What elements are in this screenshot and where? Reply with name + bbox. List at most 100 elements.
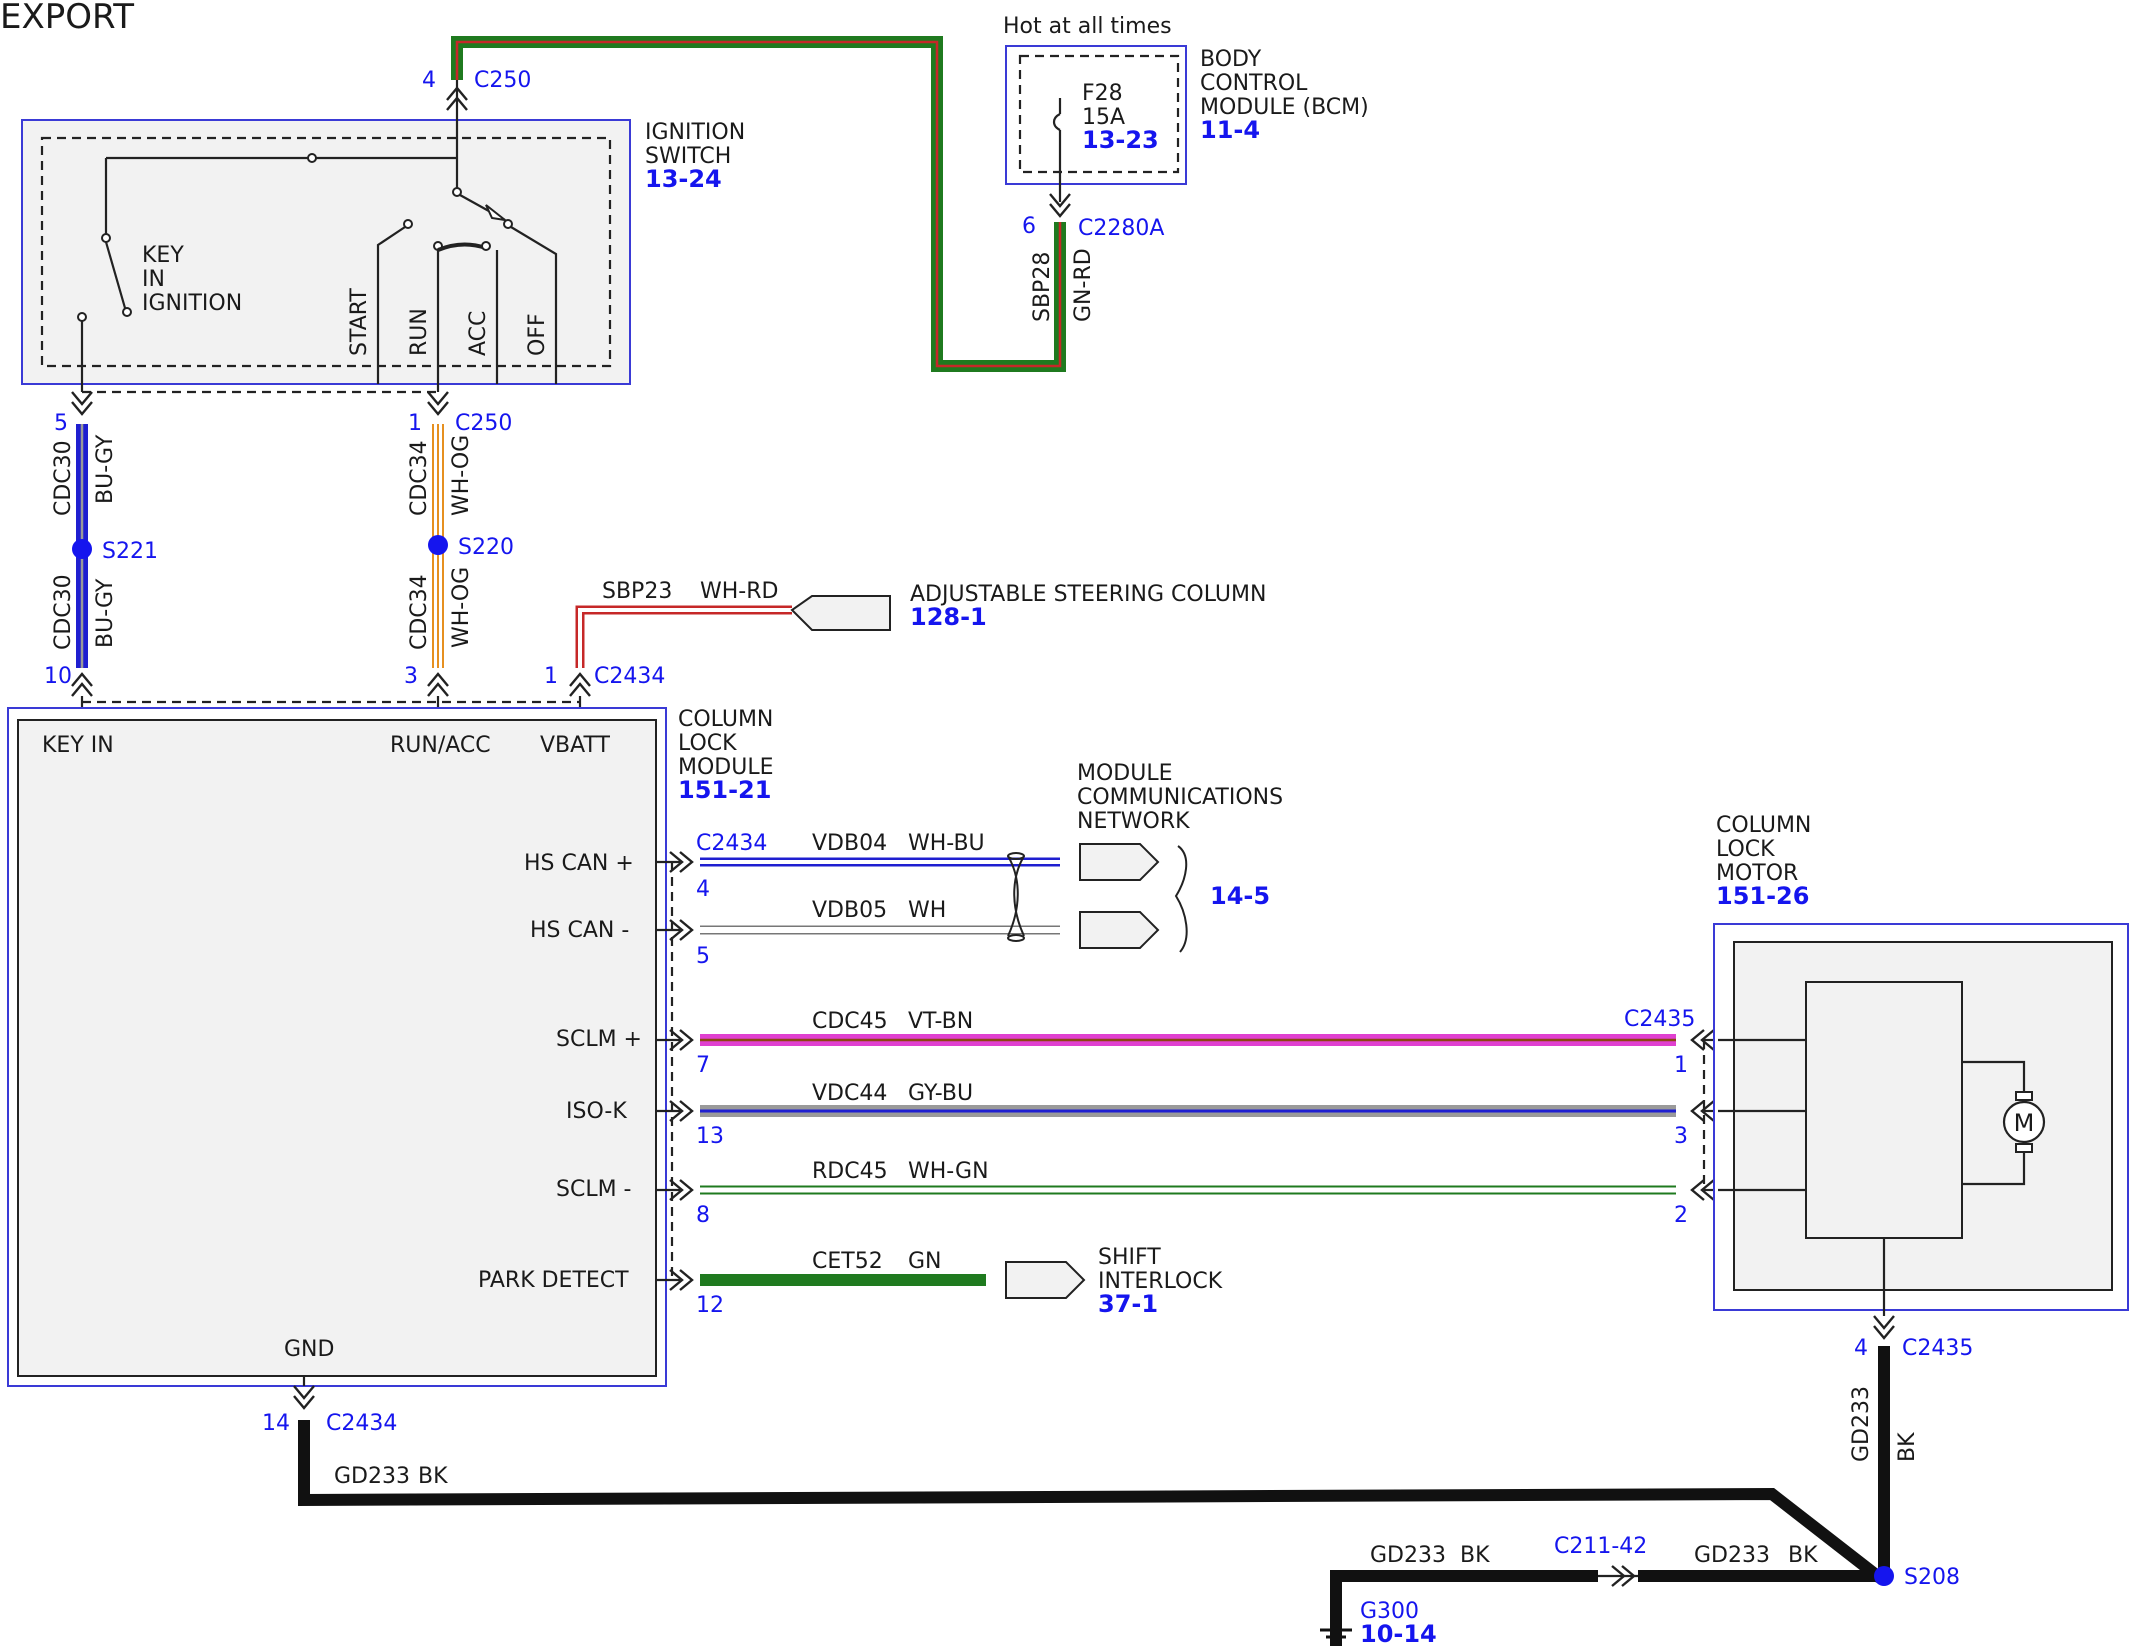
key-in-top-pin: 5 — [54, 411, 68, 436]
pin-vbatt: VBATT — [540, 733, 611, 758]
c211-connector — [1598, 1565, 1638, 1587]
fuse-rating: 15A — [1082, 105, 1125, 130]
sbp28-circuit: SBP28 — [1030, 252, 1055, 322]
network-connector-1 — [1079, 843, 1160, 881]
wire-sbp28 — [451, 36, 1066, 372]
cet52-color: GN — [908, 1249, 942, 1274]
gd233-right-color: BK — [1788, 1543, 1818, 1568]
splice-s208 — [1874, 1566, 1894, 1586]
rdc45-circuit: RDC45 — [812, 1159, 888, 1184]
c2434-vbatt-id: C2434 — [594, 664, 665, 689]
gd233-main-circuit: GD233 — [334, 1464, 410, 1489]
splice-s221-label: S221 — [102, 539, 158, 564]
bcm-ref: 11-4 — [1200, 116, 1260, 144]
run-bottom-pin: 3 — [404, 664, 418, 689]
adj-column-name: ADJUSTABLE STEERING COLUMN — [910, 582, 1266, 607]
c2434-gnd-id: C2434 — [326, 1411, 397, 1436]
c2280a-id: C2280A — [1078, 216, 1164, 241]
cdc45-circuit: CDC45 — [812, 1009, 888, 1034]
c2434-arrow-3 — [656, 1100, 694, 1122]
pin-key-in: KEY IN — [42, 733, 114, 758]
gd233-main-color: BK — [418, 1464, 448, 1489]
cdc34-b-circuit: CDC34 — [407, 574, 432, 650]
key-in-ignition-label-2: IN — [142, 267, 165, 292]
splice-s220 — [428, 535, 448, 555]
motor-symbol: M — [2014, 1109, 2035, 1137]
motor-ref: 151-26 — [1716, 882, 1809, 910]
gd233-left-circuit: GD233 — [1370, 1543, 1446, 1568]
motor-name-3: MOTOR — [1716, 861, 1798, 886]
c2280a-pin: 6 — [1022, 214, 1036, 239]
cdc30-b-circuit: CDC30 — [51, 574, 76, 650]
run-bottom-connector — [427, 672, 449, 697]
network-name-1: MODULE — [1077, 761, 1173, 786]
vdb05-circuit: VDB05 — [812, 898, 887, 923]
key-in-bottom-connector — [71, 672, 93, 697]
clm-name-2: LOCK — [678, 731, 737, 756]
c2434-gnd-connector — [293, 1385, 315, 1410]
c2434-arrow-1 — [656, 919, 694, 941]
ignition-switch-name-1: IGNITION — [645, 120, 745, 145]
c2435-pin-iso-k: 3 — [1674, 1124, 1688, 1149]
network-name-3: NETWORK — [1077, 809, 1190, 834]
clm-name-1: COLUMN — [678, 707, 773, 732]
column-lock-module — [7, 707, 667, 1387]
splice-s208-label: S208 — [1904, 1565, 1960, 1590]
ignition-switch-ref: 13-24 — [645, 165, 722, 193]
c2434-pin-park-detect: 12 — [696, 1293, 724, 1318]
vdb05-color: WH — [908, 898, 946, 923]
c2435-gnd-connector — [1873, 1315, 1895, 1340]
bcm-name-2: CONTROL — [1200, 71, 1308, 96]
cdc30-b-color: BU-GY — [93, 578, 118, 648]
cet52-circuit: CET52 — [812, 1249, 883, 1274]
gd233-motor-color: BK — [1895, 1432, 1920, 1462]
c2434-gnd-pin: 14 — [262, 1411, 290, 1436]
c2280a-connector — [1049, 193, 1071, 218]
c2434-vbatt-connector — [569, 672, 591, 697]
cdc30-a-circuit: CDC30 — [51, 440, 76, 516]
off-contact-label: OFF — [525, 313, 550, 356]
c2435-gnd-pin: 4 — [1854, 1336, 1868, 1361]
bcm-hot-label: Hot at all times — [1003, 14, 1172, 39]
motor-name-2: LOCK — [1716, 837, 1775, 862]
cdc30-a-color: BU-GY — [93, 434, 118, 504]
pin-hs-can-minus: HS CAN - — [530, 918, 629, 943]
c2434-arrow-4 — [656, 1179, 694, 1201]
ground-ref: 10-14 — [1360, 1620, 1437, 1646]
sbp23-circuit: SBP23 — [602, 579, 672, 604]
c2434-right-arrows — [656, 851, 694, 1291]
c2435-pin-sclm-plus: 1 — [1674, 1053, 1688, 1078]
c2434-pin-sclm-plus: 7 — [696, 1053, 710, 1078]
network-ref: 14-5 — [1210, 882, 1270, 910]
c250-run-connector — [427, 391, 449, 416]
c2434-right-id: C2434 — [696, 831, 767, 856]
twisted-pair-symbol — [1007, 852, 1025, 942]
network-name-2: COMMUNICATIONS — [1077, 785, 1283, 810]
ignition-switch: KEY IN IGNITION START RUN ACC OFF — [21, 80, 631, 385]
key-in-ignition-label-3: IGNITION — [142, 291, 242, 316]
c2434-pin-hs-can-plus: 4 — [696, 877, 710, 902]
wire-sbp23 — [575, 605, 792, 668]
cdc34-b-color: WH-OG — [449, 567, 474, 648]
pin-hs-can-plus: HS CAN + — [524, 851, 634, 876]
c2434-vbatt-pin: 1 — [544, 664, 558, 689]
c2435-id: C2435 — [1624, 1007, 1695, 1032]
gd233-right-circuit: GD233 — [1694, 1543, 1770, 1568]
clm-name-3: MODULE — [678, 755, 774, 780]
c2434-arrow-2 — [656, 1029, 694, 1051]
ground-id: G300 — [1360, 1599, 1419, 1624]
vdb04-color: WH-BU — [908, 831, 985, 856]
splice-s220-label: S220 — [458, 535, 514, 560]
pin-iso-k: ISO-K — [566, 1099, 627, 1124]
c2434-pin-sclm-minus: 8 — [696, 1203, 710, 1228]
shift-interlock-ref: 37-1 — [1098, 1290, 1158, 1318]
key-in-ignition-label-1: KEY — [142, 243, 184, 268]
wire-gd233 — [298, 1346, 1890, 1646]
clm-ref: 151-21 — [678, 776, 771, 804]
pin-park-detect: PARK DETECT — [478, 1268, 629, 1293]
page-title: EXPORT — [0, 0, 134, 37]
cdc34-a-color: WH-OG — [449, 435, 474, 516]
rdc45-color: WH-GN — [908, 1159, 989, 1184]
c2434-pin-iso-k: 13 — [696, 1124, 724, 1149]
splice-s221 — [72, 539, 92, 559]
